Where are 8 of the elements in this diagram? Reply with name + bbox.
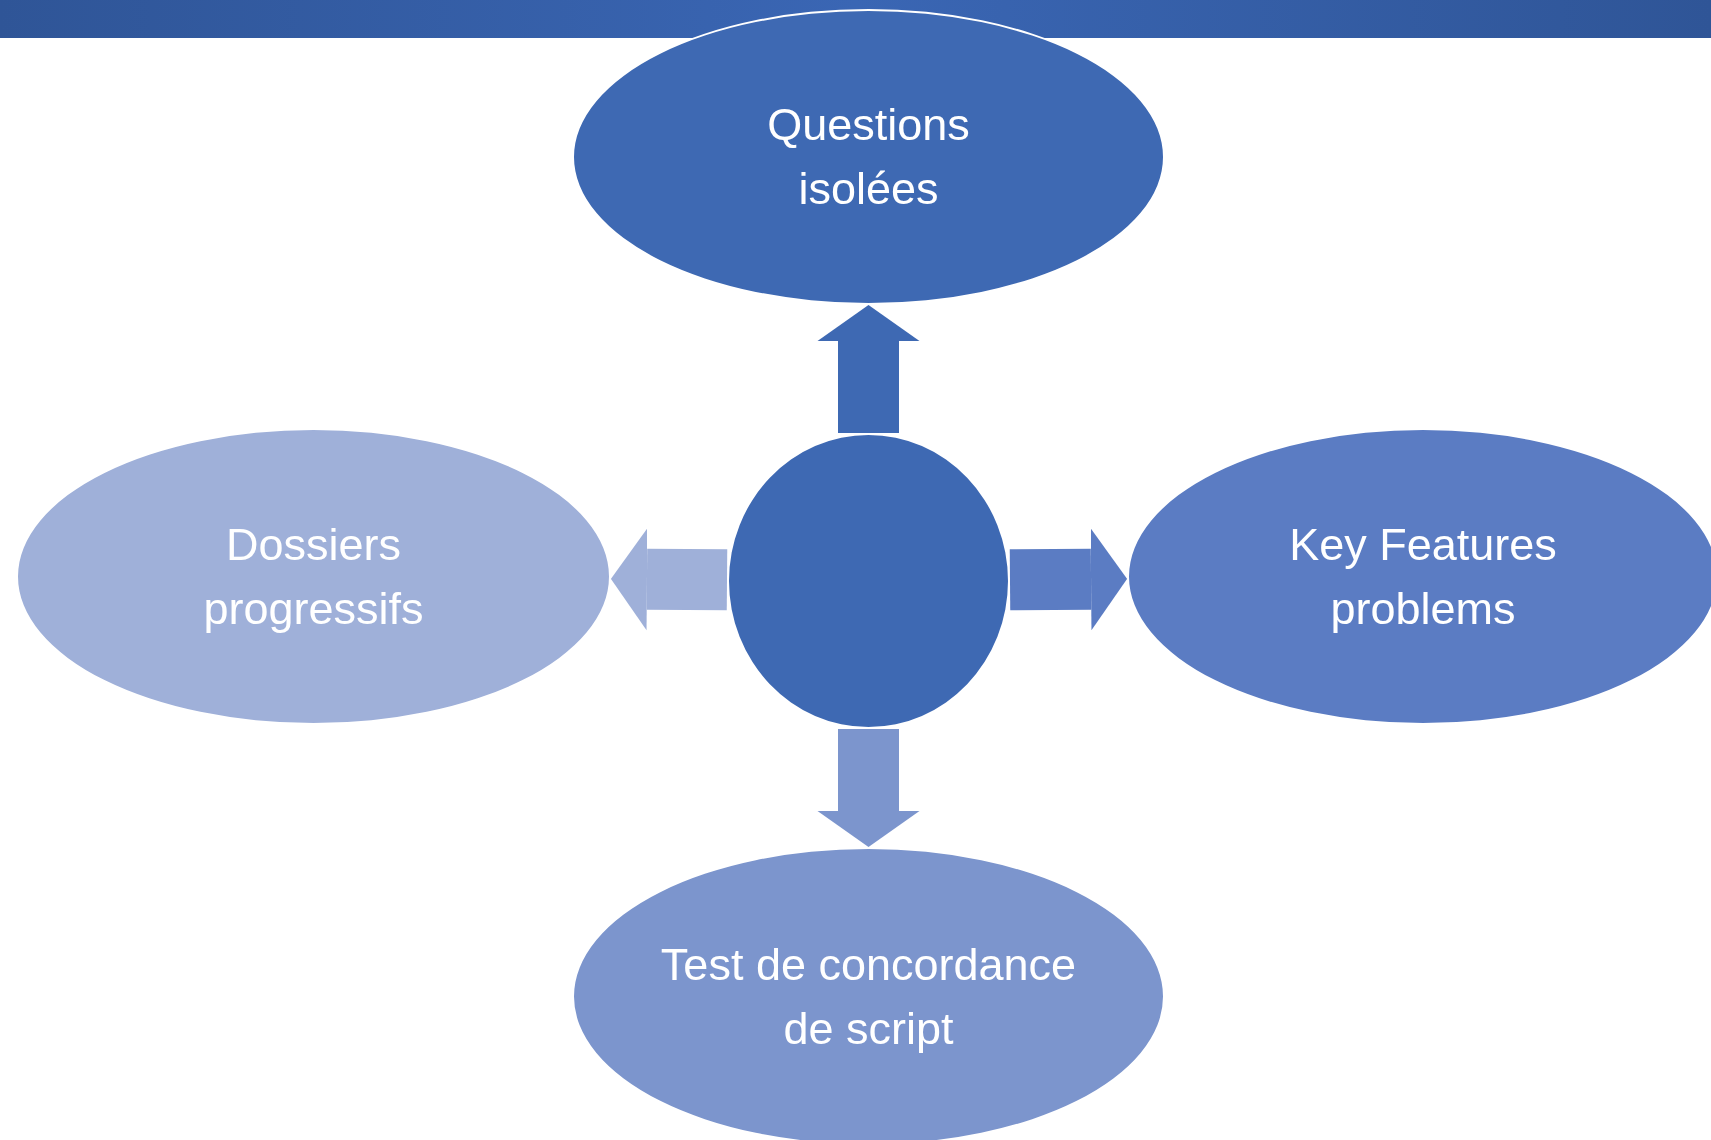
block-arrow <box>817 729 920 847</box>
block-arrow <box>1009 528 1128 631</box>
node-label: Test de concordance de script <box>659 937 1078 1056</box>
block-arrow <box>610 528 728 631</box>
node-label: Key Features problems <box>1288 517 1558 636</box>
block-arrow <box>817 305 920 433</box>
node-label: Dossiers progressifs <box>202 517 425 636</box>
node-label: Questions isolées <box>766 98 971 216</box>
